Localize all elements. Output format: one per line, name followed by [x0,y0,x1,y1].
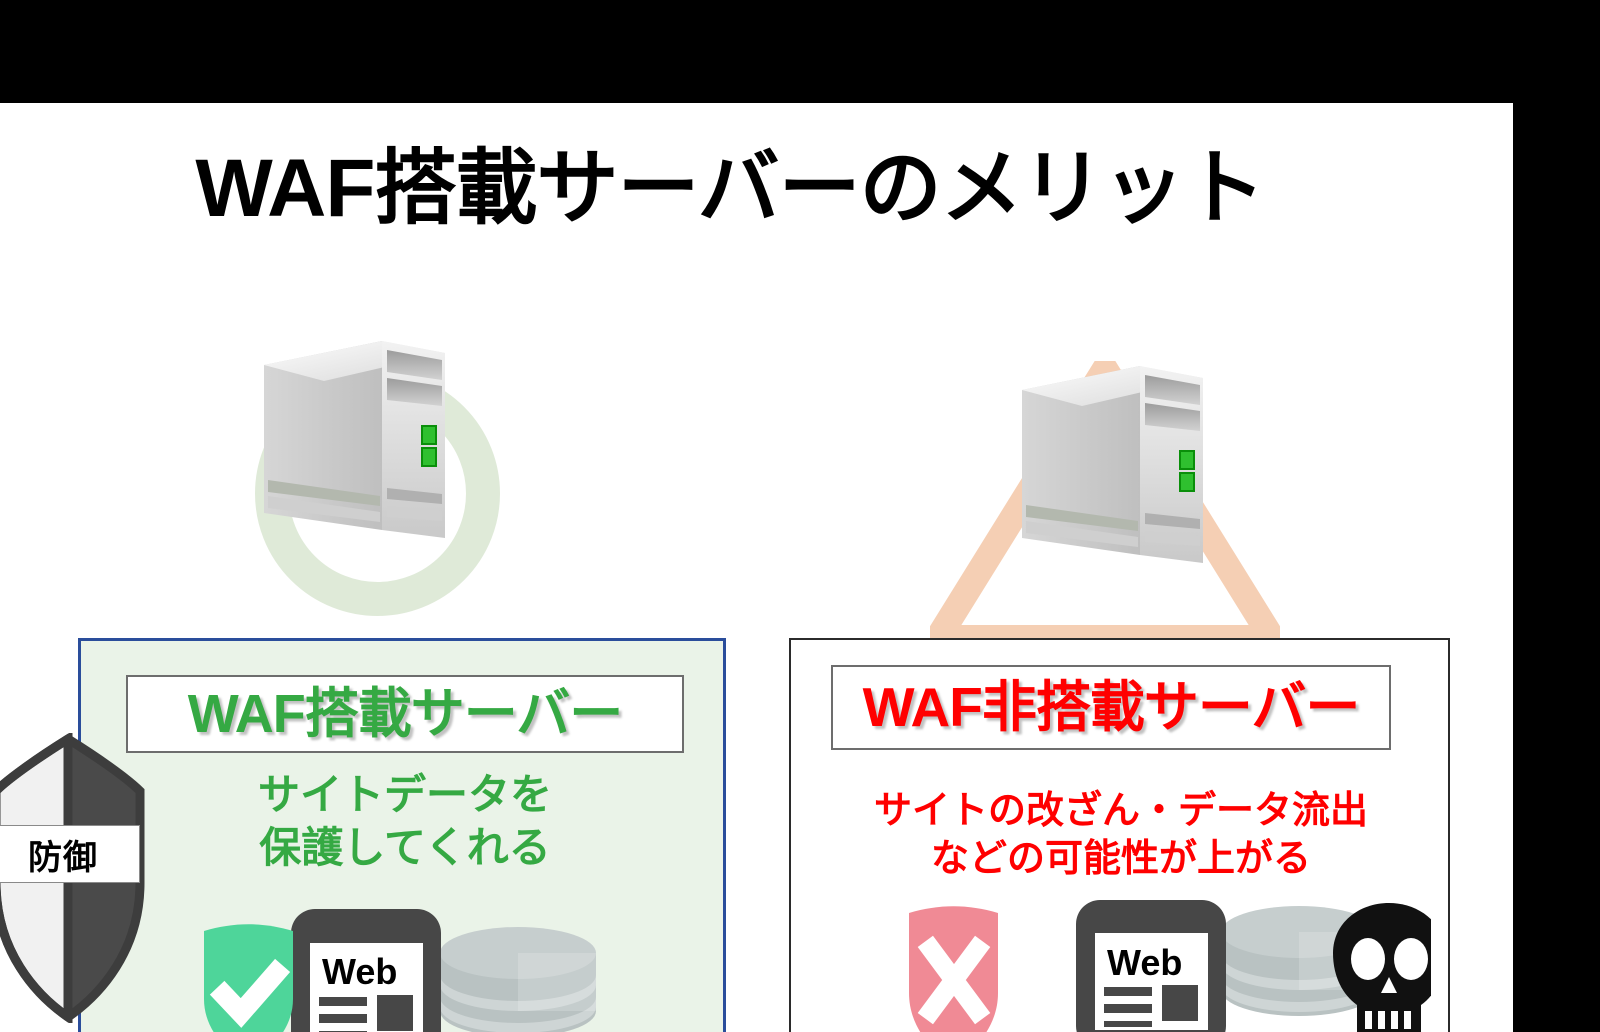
waf-disabled-icon-cluster: Web [891,885,1445,1032]
waf-disabled-panel: WAF非搭載サーバー サイトの改ざん・データ流出 などの可能性が上がる [789,638,1450,1032]
shield-x-icon [909,906,998,1032]
page-title: WAF搭載サーバーのメリット [195,143,1265,234]
waf-enabled-panel: WAF搭載サーバー サイトデータを 保護してくれる [78,638,726,1032]
shield-check-icon [204,924,293,1032]
waf-disabled-body-text: サイトの改ざん・データ流出 などの可能性が上がる [873,790,1368,880]
waf-disabled-header-label: WAF非搭載サーバー [862,676,1361,738]
svg-text:Web: Web [1107,942,1182,983]
waf-enabled-header-label: WAF搭載サーバー [187,684,623,744]
waf-disabled-header-box: WAF非搭載サーバー [831,665,1391,750]
defense-label: 防御 [0,825,140,883]
server-tower-icon-left [242,308,482,568]
server-tower-icon-right [1000,333,1240,593]
waf-enabled-body-text: サイトデータを 保護してくれる [257,771,552,871]
waf-enabled-header-box: WAF搭載サーバー [126,675,684,753]
slide-canvas: WAF搭載サーバーのメリット [0,103,1513,1032]
svg-text:Web: Web [322,951,397,992]
database-stack-icon [440,927,596,1032]
waf-enabled-icon-cluster: Web [191,891,611,1032]
web-page-icon: Web [1076,900,1226,1032]
skull-icon [1333,903,1445,1032]
web-page-icon: Web [291,909,441,1032]
